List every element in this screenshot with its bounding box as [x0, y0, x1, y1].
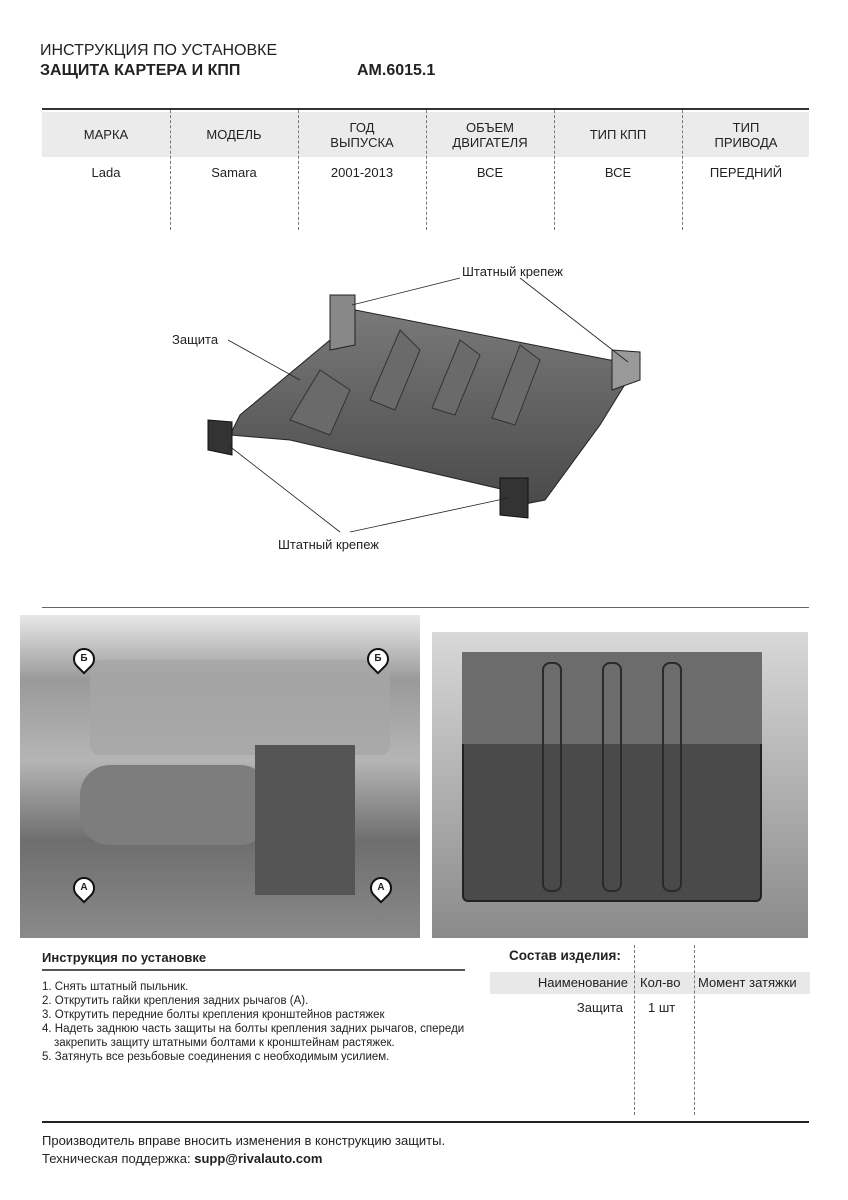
step: 3. Открутить передние болты крепления кр…: [42, 1009, 385, 1021]
col-drive: ТИП ПРИВОДА ПЕРЕДНИЙ: [682, 110, 810, 181]
divider: [554, 110, 555, 230]
col-value: Samara: [211, 165, 257, 180]
divider: [298, 110, 299, 230]
divider: [682, 110, 683, 230]
product-code: АМ.6015.1: [357, 62, 436, 79]
doc-title: ИНСТРУКЦИЯ ПО УСТАНОВКЕ: [40, 42, 278, 59]
divider: [170, 110, 171, 230]
section-divider: [42, 607, 809, 608]
col-header: МОДЕЛЬ: [206, 127, 262, 142]
marker-a-right: А: [365, 872, 397, 904]
col-value: Lada: [91, 165, 121, 180]
col-value: ВСЕ: [604, 165, 632, 180]
col-header: ОБЪЕМ ДВИГАТЕЛЯ: [452, 119, 528, 150]
col-header: ГОД ВЫПУСКА: [330, 119, 394, 150]
col-value: ПЕРЕДНИЙ: [709, 165, 783, 180]
footer-rule: [42, 1121, 809, 1123]
table-header-bg: [42, 112, 809, 157]
col-model: МОДЕЛЬ Samara: [170, 110, 298, 180]
instructions-rule: [42, 969, 465, 971]
step: 5. Затянуть все резьбовые соединения с н…: [42, 1051, 390, 1063]
step: 1. Снять штатный пыльник.: [42, 981, 189, 993]
support-label: Техническая поддержка:: [42, 1151, 191, 1166]
footer-note: Производитель вправе вносить изменения в…: [42, 1133, 446, 1148]
photo-before: Б Б А А: [20, 615, 420, 938]
skid-plate-drawing: [207, 277, 641, 533]
product-name: ЗАЩИТА КАРТЕРА И КПП: [40, 62, 241, 79]
divider: [634, 945, 635, 1115]
col-brand: МАРКА Lada: [42, 110, 170, 180]
col-value: 2001-2013: [330, 165, 394, 180]
row-name: Защита: [576, 1000, 623, 1015]
composition-title: Состав изделия:: [509, 948, 621, 963]
footer-support: Техническая поддержка: supp@rivalauto.co…: [42, 1151, 322, 1166]
divider: [694, 945, 695, 1115]
row-qty: 1 шт: [648, 1000, 676, 1015]
header-torque: Момент затяжки: [698, 975, 797, 990]
divider: [426, 110, 427, 230]
label-plate: Защита: [172, 332, 219, 347]
instructions-list: 1. Снять штатный пыльник. 2. Открутить г…: [42, 980, 472, 1064]
col-value: ВСЕ: [476, 165, 504, 180]
col-engine: ОБЪЕМ ДВИГАТЕЛЯ ВСЕ: [426, 110, 554, 181]
composition-header-bg: [490, 972, 810, 994]
label-fasteners-top: Штатный крепеж: [462, 264, 563, 279]
support-email[interactable]: supp@rivalauto.com: [194, 1151, 323, 1166]
col-header: ТИП ПРИВОДА: [714, 119, 778, 150]
col-gearbox: ТИП КПП ВСЕ: [554, 110, 682, 180]
header-qty: Кол-во: [640, 975, 681, 990]
col-header: ТИП КПП: [589, 127, 647, 142]
marker-a-left: А: [68, 872, 100, 904]
label-fasteners-bottom: Штатный крепеж: [278, 537, 379, 552]
composition-table: Состав изделия: Наименование Кол-во Моме…: [490, 945, 810, 1115]
photo-after: [432, 632, 808, 938]
vehicle-table: МАРКА Lada МОДЕЛЬ Samara ГОД ВЫПУСКА 2001-2…: [42, 108, 810, 230]
step: 2. Открутить гайки крепления задних рыча…: [42, 995, 309, 1007]
instructions-title: Инструкция по установке: [42, 950, 207, 965]
col-year: ГОД ВЫПУСКА 2001-2013: [298, 110, 426, 181]
col-header: МАРКА: [83, 127, 129, 142]
step: 4. Надеть заднюю часть защиты на болты к…: [42, 1023, 465, 1049]
header-name: Наименование: [537, 975, 628, 990]
